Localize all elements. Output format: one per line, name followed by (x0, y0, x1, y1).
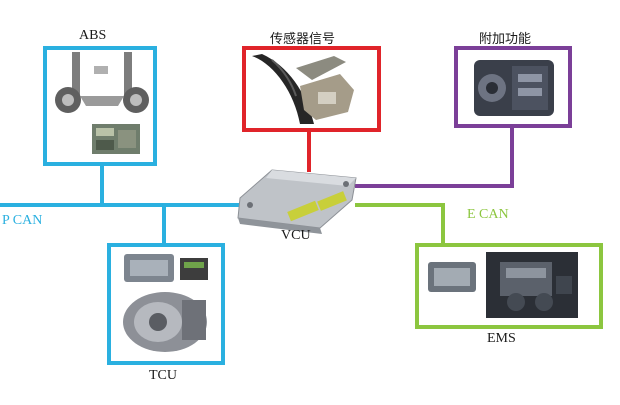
ems-label: EMS (487, 331, 516, 346)
ecu-module-icon (428, 262, 476, 292)
aux-link (355, 126, 514, 188)
abs-label: ABS (79, 28, 107, 43)
transmission-icon (123, 292, 207, 352)
suspension-assembly-icon (55, 52, 149, 113)
aux-label: 附加功能 (479, 32, 532, 47)
gearbox-pto-icon (474, 60, 554, 116)
tcu-label: TCU (149, 368, 177, 383)
vcu-controller-icon (237, 169, 357, 234)
e-can-line (355, 203, 445, 245)
vcu-label: VCU (281, 228, 311, 243)
connector-icon (180, 258, 208, 280)
abs-module-icon (92, 124, 140, 154)
sensor-label: 传感器信号 (270, 32, 336, 47)
accelerator-pedal-icon (252, 54, 354, 124)
tcu-module-icon (124, 254, 174, 282)
engine-icon (486, 252, 578, 318)
e-can-label: E CAN (467, 207, 509, 222)
p-can-label: P CAN (2, 213, 43, 228)
p-can-lines (0, 162, 265, 245)
